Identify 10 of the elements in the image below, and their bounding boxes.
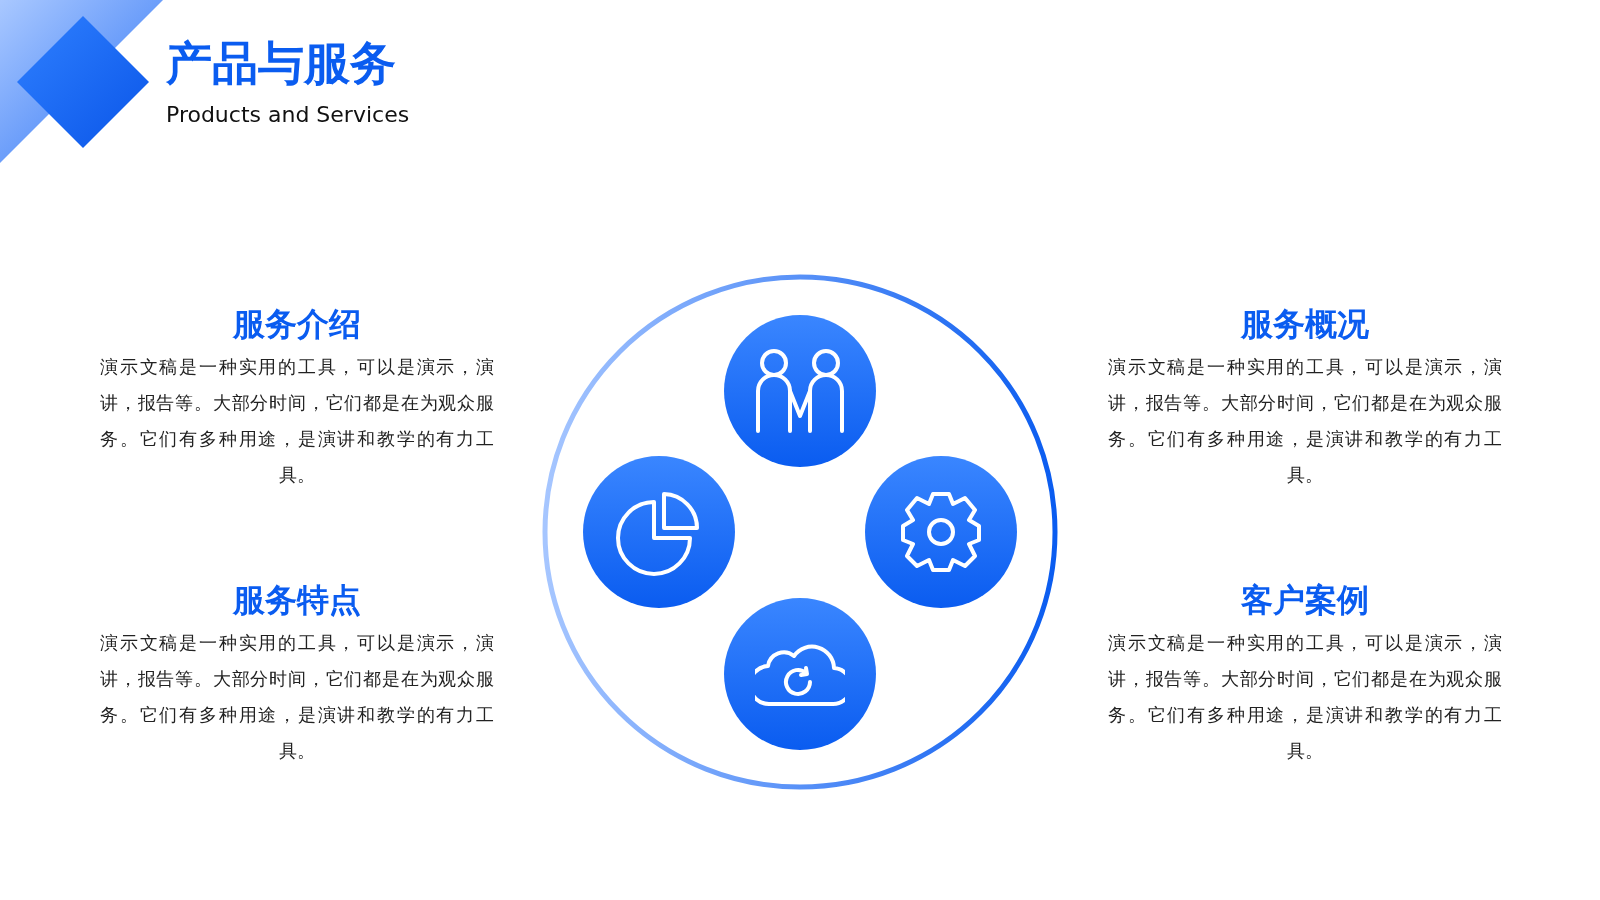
subtitle: Products and Services xyxy=(166,101,410,129)
section-text: 演示文稿是一种实用的工具，可以是演示，演讲，报告等。大部分时间，它们都是在为观众服务。它们有多种用途，是演讲和教学的有力工具。 xyxy=(1108,355,1502,487)
section-text: 演示文稿是一种实用的工具，可以是演示，演讲，报告等。大部分时间，它们都是在为观众服务。它们有多种用途，是演讲和教学的有力工具。 xyxy=(100,355,494,487)
slide-title: 产品与服务 xyxy=(166,35,396,92)
section-heading: 服务特点 xyxy=(231,580,362,620)
section-heading: 服务概况 xyxy=(1239,304,1370,344)
section-heading: 服务介绍 xyxy=(231,304,362,344)
section-heading: 客户案例 xyxy=(1240,580,1370,620)
section-text: 演示文稿是一种实用的工具，可以是演示，演讲，报告等。大部分时间，它们都是在为观众服务。它们有多种用途，是演讲和教学的有力工具。 xyxy=(100,631,494,763)
section-text: 演示文稿是一种实用的工具，可以是演示，演讲，报告等。大部分时间，它们都是在为观众服务。它们有多种用途，是演讲和教学的有力工具。 xyxy=(1108,631,1502,763)
